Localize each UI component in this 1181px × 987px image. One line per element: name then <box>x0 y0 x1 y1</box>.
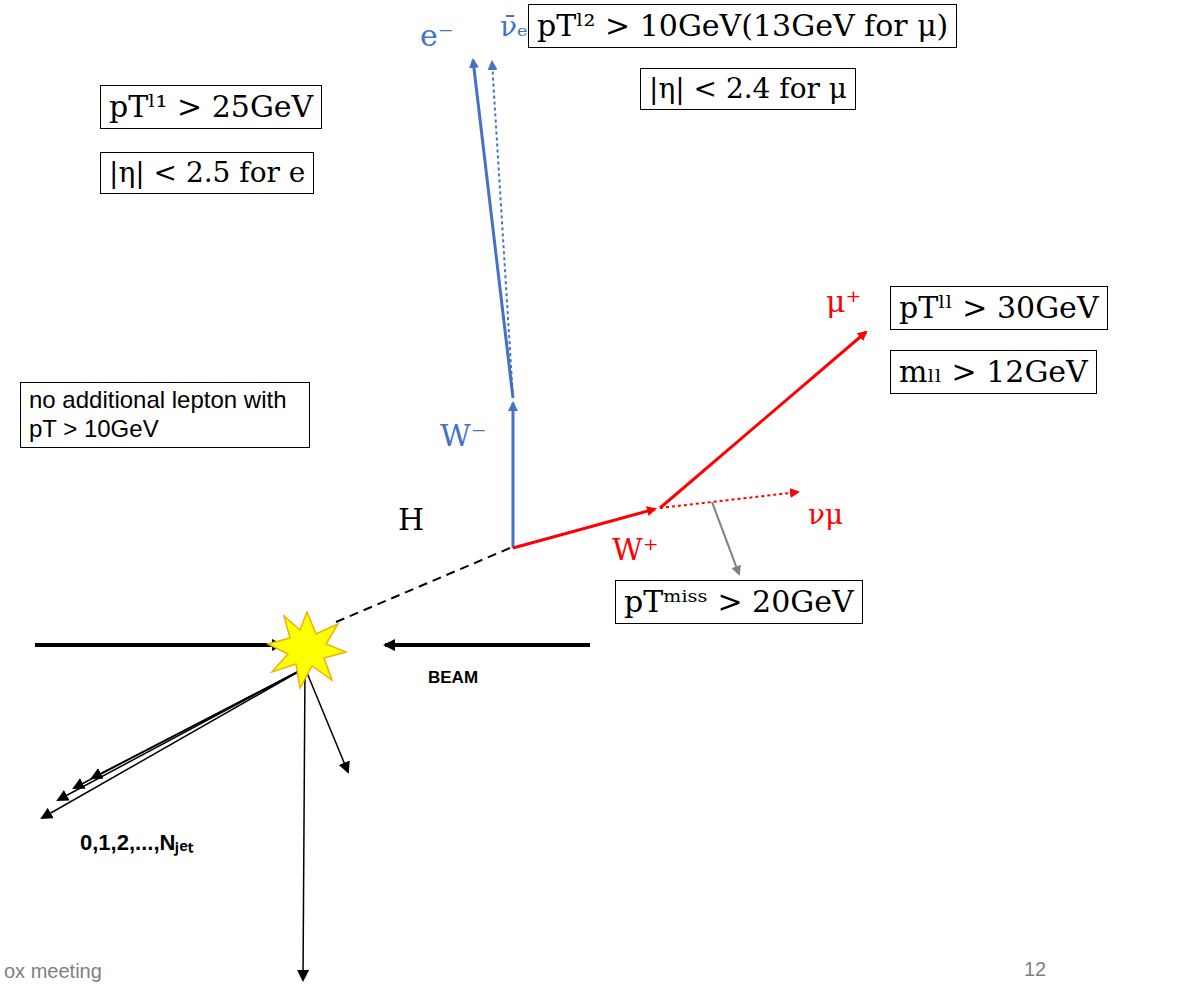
cut-text: |η| < 2.4 for μ <box>649 72 847 106</box>
particle-label: μ⁺ <box>826 284 861 319</box>
veto-box: no additional lepton with pT > 10GeV <box>20 382 310 448</box>
cut-text: pTˡˡ > 30GeV <box>899 290 1099 326</box>
particle-label: ν̄ₑ <box>500 10 528 43</box>
cut-text: |η| < 2.5 for e <box>109 156 305 190</box>
leader-line <box>712 502 739 574</box>
cut-box: pTˡˡ > 30GeV <box>890 286 1108 330</box>
particle-label: W⁺ <box>612 532 659 567</box>
cut-text: pTˡ² > 10GeV(13GeV for μ) <box>537 8 948 44</box>
cut-text: mₗₗ > 12GeV <box>899 354 1088 390</box>
cut-box: mₗₗ > 12GeV <box>890 350 1097 394</box>
footer-text: ox meeting <box>4 960 102 983</box>
beam-label: BEAM <box>428 668 478 688</box>
electron-arrow <box>473 60 513 398</box>
beam-arrow <box>385 643 590 647</box>
cut-text: pTˡ¹ > 25GeV <box>109 89 313 125</box>
jet-arrow <box>58 668 305 800</box>
jet-arrow <box>303 668 305 980</box>
cut-box: pTˡ² > 10GeV(13GeV for μ) <box>528 4 957 48</box>
particle-label: H <box>398 502 424 537</box>
jet-arrow <box>305 668 348 772</box>
cut-text: pTᵐⁱˢˢ > 20GeV <box>624 584 854 620</box>
particle-label: νμ <box>808 498 843 531</box>
cut-box: |η| < 2.4 for μ <box>640 68 856 110</box>
cut-box: pTˡ¹ > 25GeV <box>100 85 322 129</box>
particle-label: e⁻ <box>420 18 454 53</box>
cut-box: pTᵐⁱˢˢ > 20GeV <box>615 580 863 624</box>
jet-arrow <box>92 668 305 778</box>
w-minus-arrow <box>512 403 515 548</box>
jet-label: 0,1,2,...,Nⱼₑₜ <box>80 826 193 856</box>
jet-arrow <box>74 668 305 788</box>
neutrino-arrow <box>660 492 798 508</box>
beam-arrow <box>35 643 282 647</box>
particle-label: W⁻ <box>440 418 487 453</box>
cut-box: |η| < 2.5 for e <box>100 152 314 194</box>
jet-arrows <box>42 668 348 980</box>
antineutrino-arrow <box>492 62 513 398</box>
muon-arrow <box>660 332 866 508</box>
collision-star <box>268 612 346 688</box>
jet-arrow <box>42 668 305 818</box>
cut-text: no additional lepton with pT > 10GeV <box>29 386 301 444</box>
higgs-line <box>336 548 510 622</box>
page-number: 12 <box>1024 958 1046 981</box>
